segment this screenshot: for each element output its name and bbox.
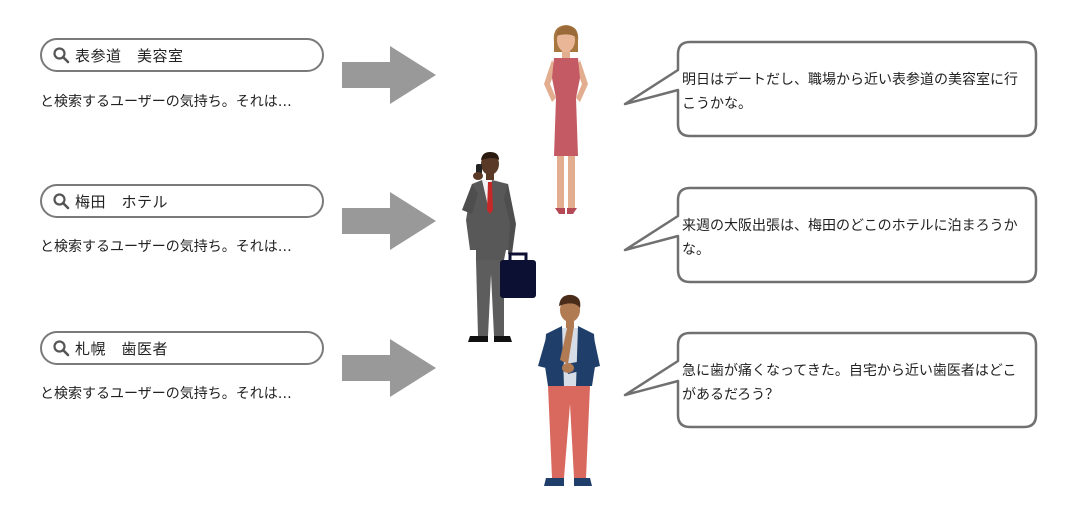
speech-bubble-shape	[623, 331, 1038, 429]
speech-bubble-shape	[623, 186, 1038, 284]
thought-text: 急に歯が痛くなってきた。自宅から近い歯医者はどこがあるだろう？	[682, 363, 1017, 403]
arrow-right-icon	[342, 339, 436, 397]
businessman-figure	[462, 152, 536, 342]
arrow-right-icon	[342, 192, 436, 250]
thought-bubble: 来週の大阪出張は、梅田のどこのホテルに泊まろうかな。	[622, 186, 1038, 286]
search-box-umeda: 梅田 ホテル	[40, 184, 324, 218]
search-caption: と検索するユーザーの気持ち。それは…	[40, 386, 292, 402]
search-box-omotesando: 表参道 美容室	[40, 38, 324, 72]
search-caption: と検索するユーザーの気持ち。それは…	[40, 94, 292, 110]
search-icon	[53, 340, 70, 357]
search-icon	[53, 47, 70, 64]
search-icon	[53, 193, 70, 210]
speech-bubble-shape	[623, 40, 1038, 138]
search-box-sapporo: 札幌 歯医者	[40, 331, 324, 365]
search-query: 札幌 歯医者	[75, 339, 169, 358]
arrow-right-icon	[342, 46, 436, 104]
young-man-figure	[538, 294, 600, 486]
thought-bubble: 明日はデートだし、職場から近い表参道の美容室に行こうかな。	[622, 40, 1038, 140]
search-query: 表参道 美容室	[75, 46, 184, 65]
thought-bubble: 急に歯が痛くなってきた。自宅から近い歯医者はどこがあるだろう？	[622, 331, 1038, 431]
thought-text: 明日はデートだし、職場から近い表参道の美容室に行こうかな。	[682, 72, 1018, 112]
thought-text: 来週の大阪出張は、梅田のどこのホテルに泊まろうかな。	[682, 218, 1018, 258]
search-caption: と検索するユーザーの気持ち。それは…	[40, 239, 292, 255]
search-query: 梅田 ホテル	[75, 192, 169, 211]
woman-figure	[544, 25, 588, 214]
